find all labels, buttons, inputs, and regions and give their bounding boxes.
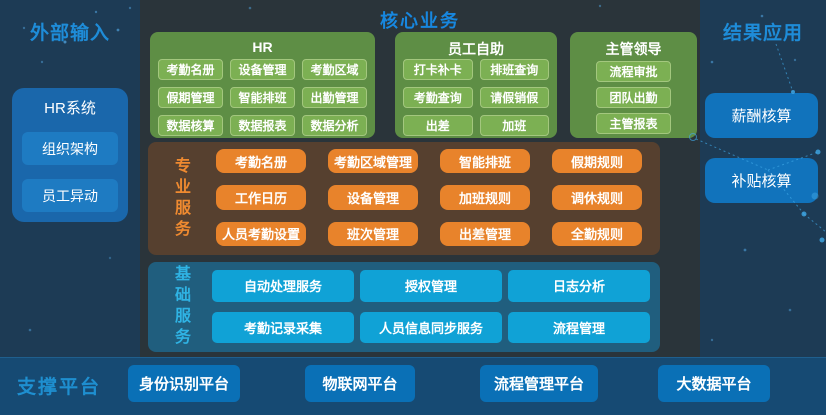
professional-services-label: 专业服务 [172,156,189,241]
result-item[interactable]: 薪酬核算 [705,93,818,138]
basic-services-section: 基础服务 自动处理服务 授权管理 日志分析 考勤记录采集 人员信息同步服务 流程… [148,262,660,352]
professional-item[interactable]: 智能排班 [440,149,530,174]
basic-item[interactable]: 日志分析 [508,270,650,302]
core-business-title: 核心业务 [380,11,460,31]
support-platform-title: 支撑平台 [17,377,102,398]
professional-item[interactable]: 设备管理 [328,185,418,210]
core-self-item[interactable]: 请假销假 [479,87,549,108]
result-item[interactable]: 补贴核算 [705,158,818,203]
support-platform-button[interactable]: 物联网平台 [305,365,415,402]
basic-item[interactable]: 授权管理 [360,270,502,302]
professional-item[interactable]: 考勤名册 [216,149,306,174]
hr-system-box: HR系统 组织架构 员工异动 [12,88,128,222]
core-hr-item[interactable]: 考勤名册 [158,59,223,80]
core-self-item[interactable]: 出差 [403,115,473,136]
core-hr-item[interactable]: 数据核算 [158,115,223,136]
professional-item[interactable]: 人员考勤设置 [216,221,306,246]
hr-system-title: HR系统 [44,100,96,117]
professional-item[interactable]: 调休规则 [552,185,642,210]
basic-item[interactable]: 人员信息同步服务 [360,311,502,343]
core-group-self-service-grid: 打卡补卡 排班查询 考勤查询 请假销假 出差 加班 [395,57,557,136]
professional-item[interactable]: 考勤区域管理 [328,149,418,174]
external-input-item[interactable]: 组织架构 [22,132,118,165]
basic-services-label: 基础服务 [172,265,189,349]
core-self-item[interactable]: 打卡补卡 [403,59,473,80]
core-group-self-service: 员工自助 打卡补卡 排班查询 考勤查询 请假销假 出差 加班 [395,32,557,138]
professional-item[interactable]: 工作日历 [216,185,306,210]
core-group-hr-grid: 考勤名册 设备管理 考勤区域 假期管理 智能排班 出勤管理 数据核算 数据报表 … [150,57,375,136]
professional-item[interactable]: 全勤规则 [552,221,642,246]
core-hr-item[interactable]: 数据分析 [302,115,367,136]
professional-services-grid: 考勤名册 考勤区域管理 智能排班 假期规则 工作日历 设备管理 加班规则 调休规… [212,142,660,255]
basic-item[interactable]: 考勤记录采集 [212,311,354,343]
core-hr-item[interactable]: 考勤区域 [302,59,367,80]
core-hr-item[interactable]: 出勤管理 [302,87,367,108]
professional-item[interactable]: 出差管理 [440,221,530,246]
support-platform-button[interactable]: 身份识别平台 [128,365,240,402]
professional-item[interactable]: 班次管理 [328,221,418,246]
support-platform-button[interactable]: 大数据平台 [658,365,770,402]
basic-services-grid: 自动处理服务 授权管理 日志分析 考勤记录采集 人员信息同步服务 流程管理 [212,262,660,352]
basic-item[interactable]: 自动处理服务 [212,270,354,302]
core-group-supervisor: 主管领导 流程审批 团队出勤 主管报表 [570,32,697,138]
core-self-item[interactable]: 考勤查询 [403,87,473,108]
core-group-supervisor-title: 主管领导 [605,41,662,57]
support-platform-button[interactable]: 流程管理平台 [480,365,598,402]
core-group-self-service-title: 员工自助 [448,41,504,57]
external-input-panel: 外部输入 HR系统 组织架构 员工异动 [0,0,140,357]
core-supervisor-item[interactable]: 流程审批 [596,61,671,82]
core-hr-item[interactable]: 智能排班 [230,87,295,108]
core-supervisor-item[interactable]: 主管报表 [596,113,671,134]
professional-services-section: 专业服务 考勤名册 考勤区域管理 智能排班 假期规则 工作日历 设备管理 加班规… [148,142,660,255]
result-application-title: 结果应用 [722,23,803,44]
core-hr-item[interactable]: 设备管理 [230,59,295,80]
core-self-item[interactable]: 加班 [479,115,549,136]
professional-item[interactable]: 假期规则 [552,149,642,174]
professional-item[interactable]: 加班规则 [440,185,530,210]
core-supervisor-item[interactable]: 团队出勤 [596,87,671,108]
core-hr-item[interactable]: 假期管理 [158,87,223,108]
core-group-supervisor-grid: 流程审批 团队出勤 主管报表 [570,57,697,134]
core-hr-item[interactable]: 数据报表 [230,115,295,136]
core-business-panel: 核心业务 HR 考勤名册 设备管理 考勤区域 假期管理 智能排班 出勤管理 数据… [140,0,700,357]
core-self-item[interactable]: 排班查询 [479,59,549,80]
core-group-hr-title: HR [252,39,273,55]
core-group-hr: HR 考勤名册 设备管理 考勤区域 假期管理 智能排班 出勤管理 数据核算 数据… [150,32,375,138]
basic-item[interactable]: 流程管理 [508,311,650,343]
result-application-panel: 结果应用 薪酬核算 补贴核算 [700,0,826,357]
external-input-item[interactable]: 员工异动 [22,179,118,212]
external-input-title: 外部输入 [29,23,110,44]
